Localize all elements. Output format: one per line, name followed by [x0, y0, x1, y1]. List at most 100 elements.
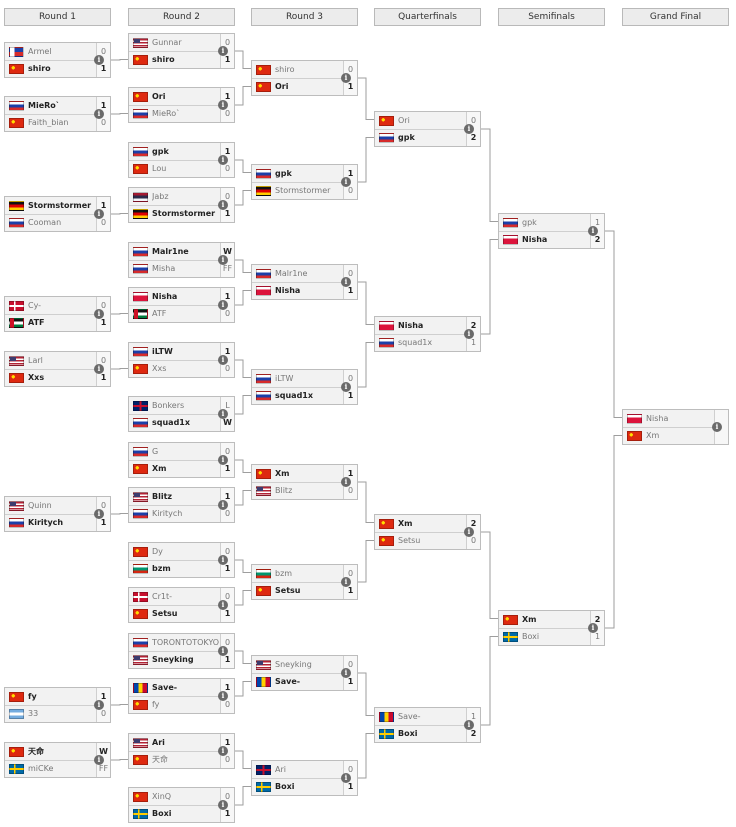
match-info-icon[interactable]: i [94, 109, 104, 119]
match-info-icon[interactable]: i [341, 668, 351, 678]
match-info-icon[interactable]: i [341, 177, 351, 187]
match-info-icon[interactable]: i [341, 773, 351, 783]
match-info-icon[interactable]: i [218, 646, 228, 656]
match-info-icon[interactable]: i [341, 382, 351, 392]
player-slot[interactable]: Xm [623, 427, 728, 444]
match-info-icon[interactable]: i [218, 255, 228, 265]
match-info-icon[interactable]: i [588, 623, 598, 633]
match-info-icon[interactable]: i [94, 209, 104, 219]
match-info-icon[interactable]: i [218, 800, 228, 810]
match-info-icon[interactable]: i [94, 309, 104, 319]
match-info-icon[interactable]: i [218, 355, 228, 365]
match-info-icon[interactable]: i [94, 364, 104, 374]
match-info-icon[interactable]: i [218, 200, 228, 210]
match-info-icon[interactable]: i [464, 124, 474, 134]
match-info-icon[interactable]: i [218, 46, 228, 56]
match-info-icon[interactable]: i [218, 500, 228, 510]
match-info-icon[interactable]: i [341, 73, 351, 83]
match-info-icon[interactable]: i [218, 691, 228, 701]
match-info-icon[interactable]: i [94, 755, 104, 765]
match-info-icon[interactable]: i [464, 720, 474, 730]
match-info-icon[interactable]: i [218, 746, 228, 756]
match-info-icon[interactable]: i [218, 100, 228, 110]
match-info-icon[interactable]: i [712, 422, 722, 432]
match-info-icon[interactable]: i [94, 55, 104, 65]
match-info-icon[interactable]: i [218, 555, 228, 565]
player-slot[interactable]: Cy-0 [5, 297, 110, 315]
match-info-icon[interactable]: i [94, 700, 104, 710]
match-info-icon[interactable]: i [341, 577, 351, 587]
match-info-icon[interactable]: i [464, 329, 474, 339]
match-info-icon[interactable]: i [341, 477, 351, 487]
match-info-icon[interactable]: i [341, 277, 351, 287]
match-info-icon[interactable]: i [218, 155, 228, 165]
match-info-icon[interactable]: i [94, 509, 104, 519]
match-info-icon[interactable]: i [588, 226, 598, 236]
player-slot[interactable]: Save-1 [129, 679, 234, 697]
match-info-icon[interactable]: i [218, 409, 228, 419]
match-info-icon[interactable]: i [218, 600, 228, 610]
match-info-icon[interactable]: i [464, 527, 474, 537]
match-info-icon[interactable]: i [218, 455, 228, 465]
match-info-icon[interactable]: i [218, 300, 228, 310]
